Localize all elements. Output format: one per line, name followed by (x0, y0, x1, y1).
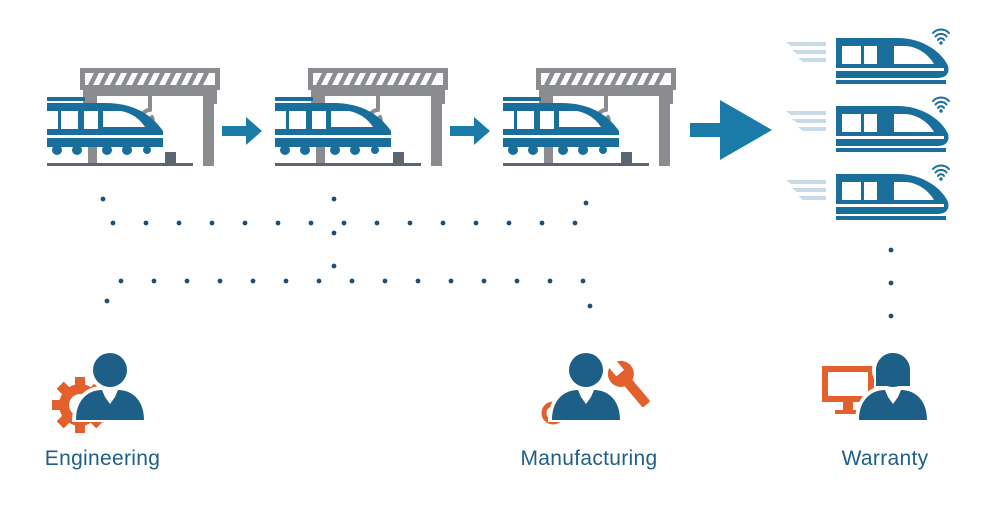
high-speed-train-icon (836, 38, 949, 84)
high-speed-train-icon (836, 174, 949, 220)
dotted-line-warranty (888, 247, 894, 319)
dotted-line-vertical (331, 196, 337, 269)
dotted-connections (100, 196, 894, 319)
finished-train-2 (786, 96, 950, 152)
train-in-assembly-icon (275, 97, 391, 155)
speed-lines-icon (786, 42, 826, 62)
person-wrench-icon (541, 349, 650, 425)
role-label-engineering: Engineering (44, 447, 161, 470)
wifi-icon (932, 96, 950, 114)
finished-train-3 (786, 164, 950, 220)
speed-lines-icon (786, 111, 826, 131)
wrench-icon (606, 358, 650, 407)
big-arrow-right-icon (690, 100, 772, 160)
train-in-assembly-icon (503, 97, 619, 155)
dotted-line-lower (104, 278, 593, 309)
assembly-station-2 (273, 66, 450, 168)
wifi-icon (932, 164, 950, 182)
role-label-manufacturing: Manufacturing (520, 447, 658, 470)
speed-lines-icon (786, 180, 826, 200)
dotted-line-upper (100, 196, 589, 226)
train-in-assembly-icon (47, 97, 163, 155)
wifi-icon (932, 28, 950, 46)
person-monitor-icon (822, 349, 931, 422)
high-speed-train-icon (836, 106, 949, 152)
role-label-warranty: Warranty (841, 447, 929, 470)
person-gear-icon (52, 349, 148, 433)
finished-train-1 (786, 28, 950, 84)
arrow-right-icon (222, 117, 262, 145)
arrow-right-icon (450, 117, 490, 145)
assembly-station-3 (501, 66, 678, 168)
assembly-station-1 (45, 66, 222, 168)
